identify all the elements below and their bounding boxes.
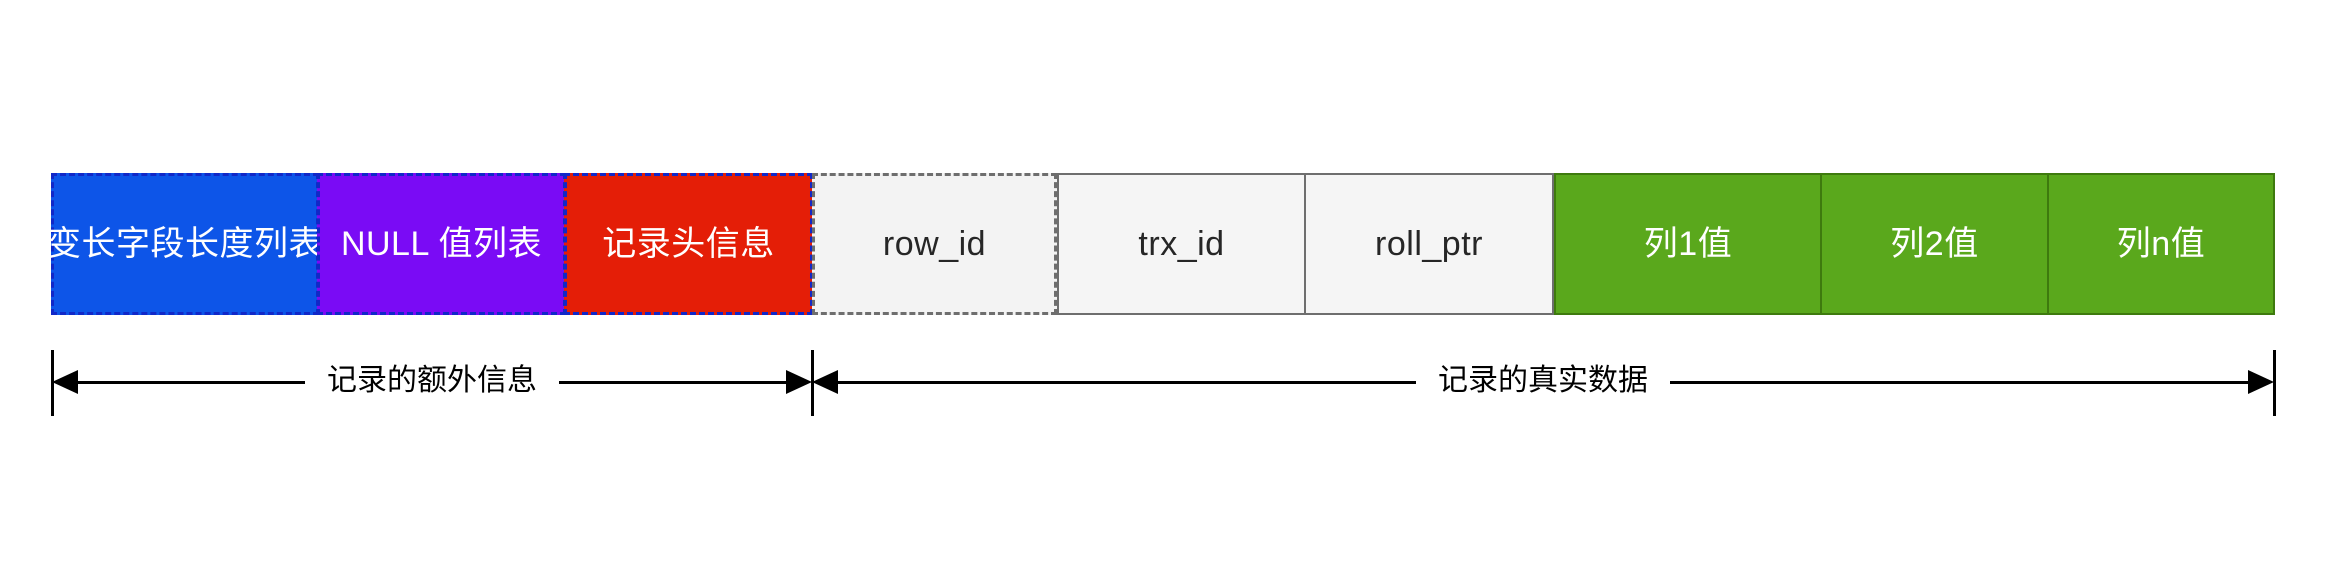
segment-trx-id: trx_id: [1057, 173, 1306, 315]
segment-label: roll_ptr: [1375, 225, 1483, 263]
boundary-tick-right: [2273, 350, 2276, 416]
segment-label: NULL 值列表: [340, 225, 543, 263]
segment-column-2-value: 列2值: [1821, 173, 2049, 315]
segment-roll-ptr: roll_ptr: [1305, 173, 1554, 315]
segment-column-n-value: 列n值: [2048, 173, 2275, 315]
segment-label: 变长字段长度列表: [47, 225, 323, 263]
segment-column-1-value: 列1值: [1554, 173, 1822, 315]
dimension-real-data: 记录的真实数据: [812, 350, 2274, 416]
dimension-label-extra-info: 记录的额外信息: [305, 361, 559, 401]
segment-label: 列2值: [1890, 225, 1979, 263]
dimension-label-real-data: 记录的真实数据: [1416, 361, 1670, 401]
segment-label: row_id: [882, 225, 987, 263]
record-strip: 变长字段长度列表 NULL 值列表 记录头信息 row_id trx_id ro…: [47, 173, 2275, 315]
segment-null-value-list: NULL 值列表: [317, 173, 566, 315]
segment-row-id: row_id: [812, 173, 1057, 315]
dimension-extra-info: 记录的额外信息: [52, 350, 812, 416]
segment-record-header: 记录头信息: [564, 173, 813, 315]
segment-label: 记录头信息: [602, 225, 775, 263]
segment-label: 列1值: [1643, 225, 1733, 263]
segment-label: 列n值: [2116, 225, 2206, 263]
segment-var-len-field-length-list: 变长字段长度列表: [47, 173, 323, 315]
segment-label: trx_id: [1138, 225, 1225, 263]
